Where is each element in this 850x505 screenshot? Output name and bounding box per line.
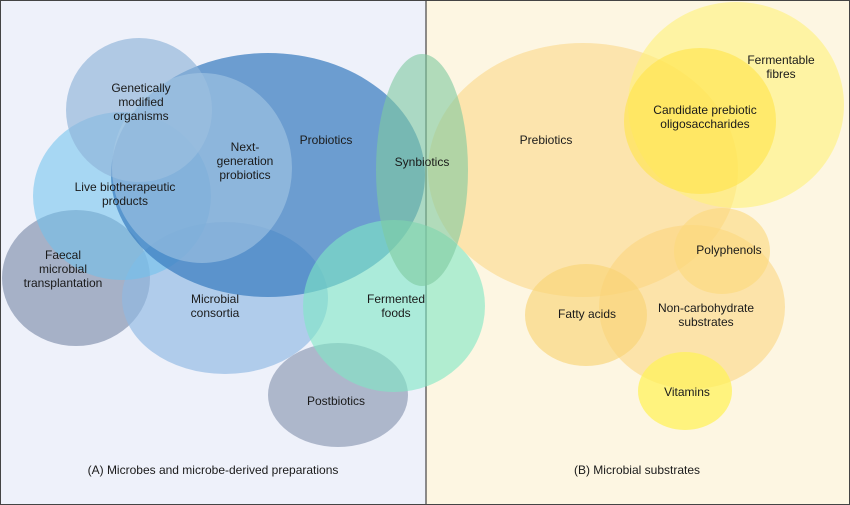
label-line: Next- bbox=[231, 140, 260, 154]
label-line: foods bbox=[381, 306, 410, 320]
label-fatty-acids: Fatty acids bbox=[558, 307, 616, 321]
label-line: Candidate prebiotic bbox=[653, 103, 756, 117]
label-line: Probiotics bbox=[300, 133, 353, 147]
label-line: products bbox=[102, 194, 148, 208]
label-vitamins: Vitamins bbox=[664, 385, 710, 399]
label-line: oligosaccharides bbox=[660, 117, 749, 131]
label-line: generation bbox=[217, 154, 274, 168]
label-line: microbial bbox=[39, 262, 87, 276]
label-line: Postbiotics bbox=[307, 394, 365, 408]
ellipse-polyphenols bbox=[674, 208, 770, 294]
caption-panel-b: (B) Microbial substrates bbox=[574, 463, 700, 477]
label-line: probiotics bbox=[219, 168, 270, 182]
ellipse-fatty-acids bbox=[525, 264, 647, 366]
label-prebiotics: Prebiotics bbox=[520, 133, 573, 147]
ellipse-next-generation-probiotics bbox=[112, 73, 292, 263]
label-probiotics: Probiotics bbox=[300, 133, 353, 147]
label-line: fibres bbox=[766, 67, 795, 81]
label-synbiotics: Synbiotics bbox=[395, 155, 450, 169]
label-line: Fermentable bbox=[747, 53, 815, 67]
caption-panel-a: (A) Microbes and microbe-derived prepara… bbox=[88, 463, 339, 477]
label-polyphenols: Polyphenols bbox=[696, 243, 761, 257]
label-line: Non-carbohydrate bbox=[658, 301, 754, 315]
label-line: consortia bbox=[191, 306, 240, 320]
ellipse-vitamins bbox=[638, 352, 732, 430]
label-line: Microbial bbox=[191, 292, 239, 306]
label-line: Fatty acids bbox=[558, 307, 616, 321]
label-line: Synbiotics bbox=[395, 155, 450, 169]
label-line: Faecal bbox=[45, 248, 81, 262]
label-line: Prebiotics bbox=[520, 133, 573, 147]
ellipse-synbiotics bbox=[376, 54, 468, 286]
label-line: Live biotherapeutic bbox=[75, 180, 176, 194]
label-line: substrates bbox=[678, 315, 733, 329]
label-line: Genetically bbox=[111, 81, 170, 95]
ellipse-candidate-prebiotic-oligosaccharides bbox=[624, 48, 776, 194]
label-postbiotics: Postbiotics bbox=[307, 394, 365, 408]
label-line: transplantation bbox=[24, 276, 103, 290]
label-line: Vitamins bbox=[664, 385, 710, 399]
label-line: Fermented bbox=[367, 292, 425, 306]
label-line: Polyphenols bbox=[696, 243, 761, 257]
label-line: organisms bbox=[113, 109, 168, 123]
label-line: modified bbox=[118, 95, 163, 109]
